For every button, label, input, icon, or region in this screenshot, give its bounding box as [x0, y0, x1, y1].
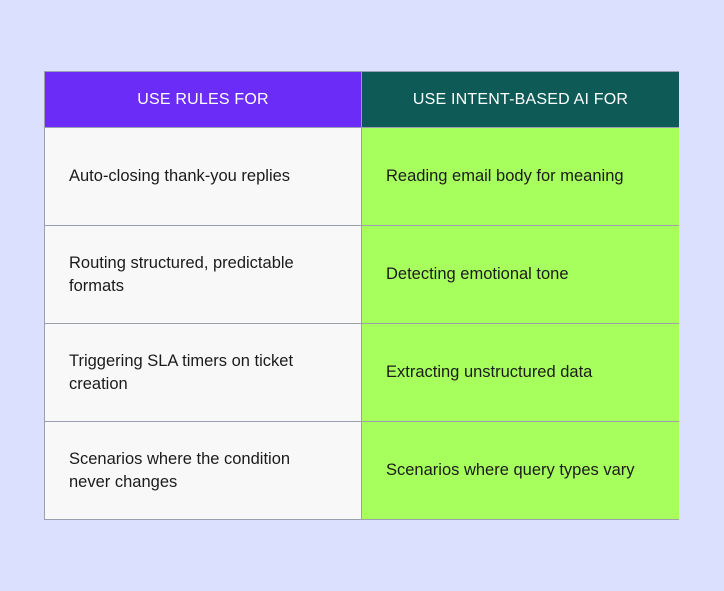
table-row-4-ai-cell: Scenarios where query types vary [362, 421, 679, 519]
table-row-2-ai-cell: Detecting emotional tone [362, 225, 679, 323]
header-use-intent-based-ai-for: USE INTENT-BASED AI FOR [362, 72, 679, 127]
cell-text: Scenarios where the condition never chan… [69, 449, 291, 491]
cell-text: Reading email body for meaning [386, 167, 624, 185]
table-row-1-rules-cell: Auto-closing thank-you replies [45, 127, 362, 225]
table-row-3-ai-cell: Extracting unstructured data [362, 323, 679, 421]
header-left-label: USE RULES FOR [137, 90, 269, 108]
table-row-4-rules-cell: Scenarios where the condition never chan… [45, 421, 362, 519]
cell-text: Routing structured, predictable formats [69, 253, 294, 295]
table-row-3-rules-cell: Triggering SLA timers on ticket creation [45, 323, 362, 421]
header-right-label: USE INTENT-BASED AI FOR [412, 90, 629, 108]
table-row-1-ai-cell: Reading email body for meaning [362, 127, 679, 225]
cell-text: Detecting emotional tone [386, 265, 569, 283]
cell-text: Scenarios where query types vary [386, 461, 635, 479]
cell-text: Triggering SLA timers on ticket creation [69, 351, 294, 393]
comparison-table: USE RULES FOR USE INTENT-BASED AI FOR Au… [44, 71, 679, 520]
cell-text: Extracting unstructured data [386, 363, 593, 381]
cell-text: Auto-closing thank-you replies [69, 167, 291, 185]
table-row-2-rules-cell: Routing structured, predictable formats [45, 225, 362, 323]
header-use-rules-for: USE RULES FOR [45, 72, 362, 127]
